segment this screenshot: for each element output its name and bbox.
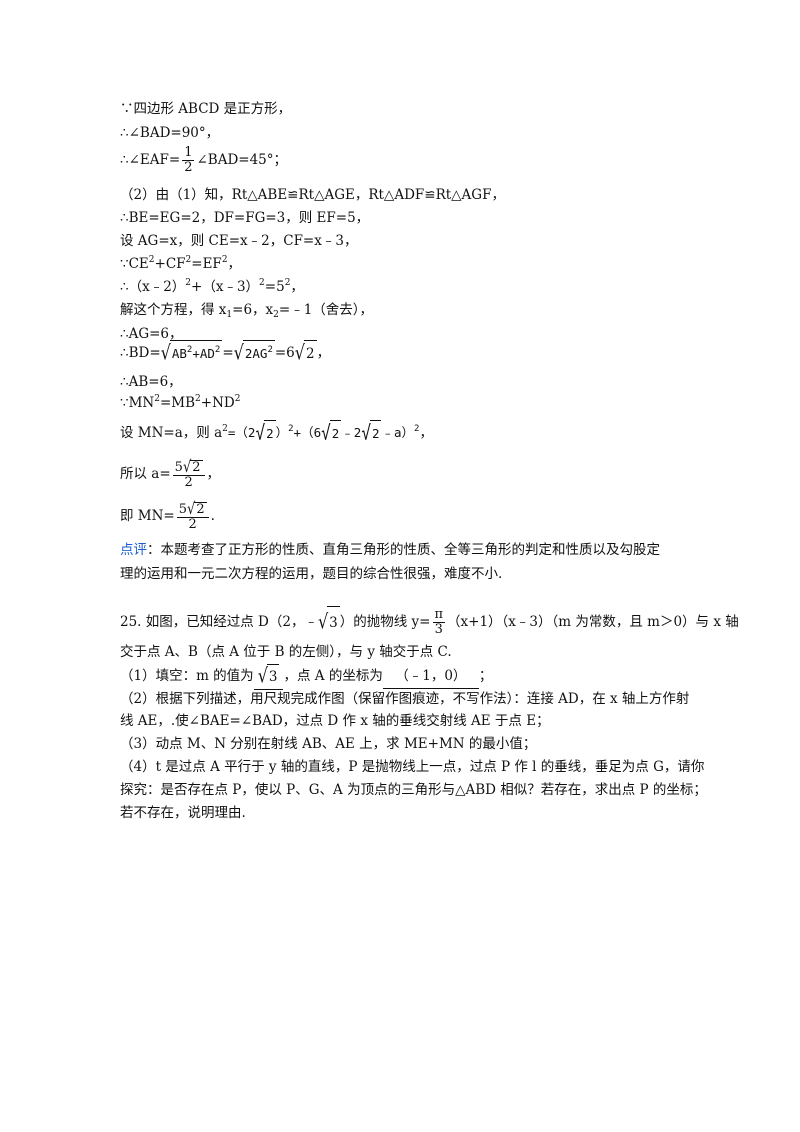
solution-line: ∵CE2+CF2=EF2， [120, 255, 242, 273]
sqrt-expression: √2AG2 [234, 340, 275, 367]
solution-line: ∵四边形 ABCD 是正方形， [120, 101, 292, 117]
solution-line: ∴AG=6， [120, 326, 183, 342]
solution-line: ∴BD=√AB2+AD2=√2AG2=6√2， [120, 340, 330, 367]
sqrt-expression: √2 [295, 340, 317, 367]
problem-line: （2）根据下列描述，用尺规完成作图（保留作图痕迹，不写作法）：连接 AD，在 x… [120, 691, 690, 707]
sqrt-expression: √AB2+AD2 [161, 340, 223, 367]
solution-line: ∴AB=6， [120, 374, 182, 390]
problem-line: 交于点 A、B（点 A 位于 B 的左侧），与 y 轴交于点 C. [120, 644, 452, 660]
comment-line: 理的运用和一元二次方程的运用，题目的综合性很强，难度不小. [120, 566, 503, 582]
solution-line: 设 AG=x，则 CE=x﹣2，CF=x﹣3， [120, 233, 358, 249]
problem-line: 若不存在，说明理由. [120, 805, 246, 821]
solution-line: ∵MN2=MB2+ND2 [120, 394, 241, 412]
problem-line: （3）动点 M、N 分别在射线 AB、AE 上，求 ME+MN 的最小值； [120, 736, 537, 752]
solution-line: ∴∠BAD=90°， [120, 125, 220, 141]
comment-label: 点评 [120, 542, 147, 558]
answer-blank: （﹣1，0） [382, 664, 479, 689]
answer-blank: √3 [253, 664, 284, 690]
problem-line: （4）t 是过点 A 平行于 y 轴的直线，P 是抛物线上一点，过点 P 作 l… [120, 759, 705, 775]
solution-line: 解这个方程，得 x1=6，x2=﹣1（舍去）， [120, 302, 374, 320]
problem-line: （1）填空：m 的值为√3，点 A 的坐标为（﹣1，0）； [120, 664, 492, 690]
solution-line: ∴（x﹣2）2+（x﹣3）2=52， [120, 278, 304, 296]
problem-line: 线 AE，.使∠BAE=∠BAD，过点 D 作 x 轴的垂线交射线 AE 于点 … [120, 713, 550, 729]
solution-line: （2）由（1）知，Rt△ABE≌Rt△AGE，Rt△ADF≌Rt△AGF， [120, 187, 505, 203]
comment-line: 点评：本题考查了正方形的性质、直角三角形的性质、全等三角形的判定和性质以及勾股定 [120, 542, 660, 558]
solution-line: ∴BE=EG=2，DF=FG=3，则 EF=5， [120, 210, 370, 226]
solution-line: 设 MN=a，则 a2=（2√2）2+（6√2﹣2√2﹣a）2， [120, 420, 433, 447]
problem-line: 探究：是否存在点 P，使以 P、G、A 为顶点的三角形与△ABD 相似？若存在，… [120, 782, 707, 798]
